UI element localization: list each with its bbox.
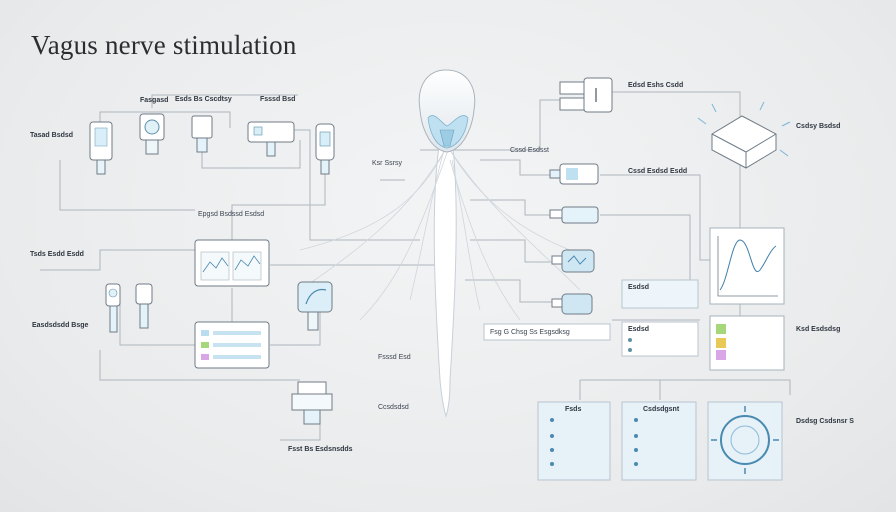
label-sensor-group: Cssd Esdsst	[510, 147, 549, 154]
bottom-panel-1	[537, 401, 611, 481]
label-battery: Csdsy Bsdsd	[796, 123, 841, 130]
device-lead	[551, 293, 593, 315]
device-clip	[191, 115, 213, 153]
device-sensor	[549, 163, 599, 185]
label-caption: Fsg G Chsg Ss Esgsdksg	[490, 329, 570, 336]
device-pulse-generator	[551, 249, 595, 273]
label-neck: Ksr Ssrsy	[372, 160, 402, 167]
label-electrode: Easdsdsdd Bsge	[32, 322, 89, 329]
label-panel-2: Csdsdgsnt	[643, 406, 680, 413]
label-nerve: Fsssd Esd	[378, 354, 411, 361]
device-earpiece	[105, 283, 121, 333]
label-legend: Ksd Esdsdsg	[796, 326, 841, 333]
vagus-nerve-illustration	[299, 69, 581, 418]
info-panel-1	[621, 279, 699, 309]
label-monitor: Epgsd Bsdssd Esdsd	[198, 211, 265, 218]
monitor-panel	[194, 239, 270, 287]
device-remote	[247, 121, 295, 157]
diagram-title: Vagus nerve stimulation	[31, 30, 297, 60]
label-stimulator: Fasgasd	[140, 97, 169, 104]
device-stimulator	[139, 113, 165, 155]
list-panel	[194, 321, 270, 369]
label-transmitter: Edsd Eshs Csdd	[628, 82, 684, 89]
label-earpiece: Tsds Esdd Esdd	[30, 251, 84, 258]
label-info-2: Esdsd	[628, 326, 650, 333]
device-connector	[549, 206, 599, 224]
device-phone	[89, 121, 113, 175]
label-panel-1: Fsds	[565, 406, 582, 413]
label-ring: Dsdsg Csdsnsr S	[796, 418, 854, 425]
label-phone: Tasad Bsdsd	[30, 132, 74, 139]
device-electrode	[135, 283, 153, 329]
device-probe	[315, 123, 335, 175]
info-panel-2	[621, 321, 699, 357]
label-clip: Esds Bs Cscdtsy	[175, 96, 232, 103]
chart-panel	[709, 227, 785, 305]
label-sensor: Cssd Esdsd Esdd	[628, 168, 688, 175]
bottom-panel-2	[621, 401, 697, 481]
caption-box	[483, 323, 611, 341]
bottom-panel-3	[707, 401, 783, 481]
label-remote: Fsssd Bsd	[260, 96, 296, 103]
device-base	[291, 381, 333, 425]
label-base: Fsst Bs Esdsnsdds	[288, 446, 353, 453]
legend-panel	[709, 315, 785, 371]
device-transmitter	[559, 77, 613, 113]
label-nerve-base: Ccsdsdsd	[378, 404, 409, 411]
label-info-1: Esdsd	[628, 284, 650, 291]
device-battery	[697, 101, 791, 169]
device-ear-clip	[297, 281, 333, 331]
